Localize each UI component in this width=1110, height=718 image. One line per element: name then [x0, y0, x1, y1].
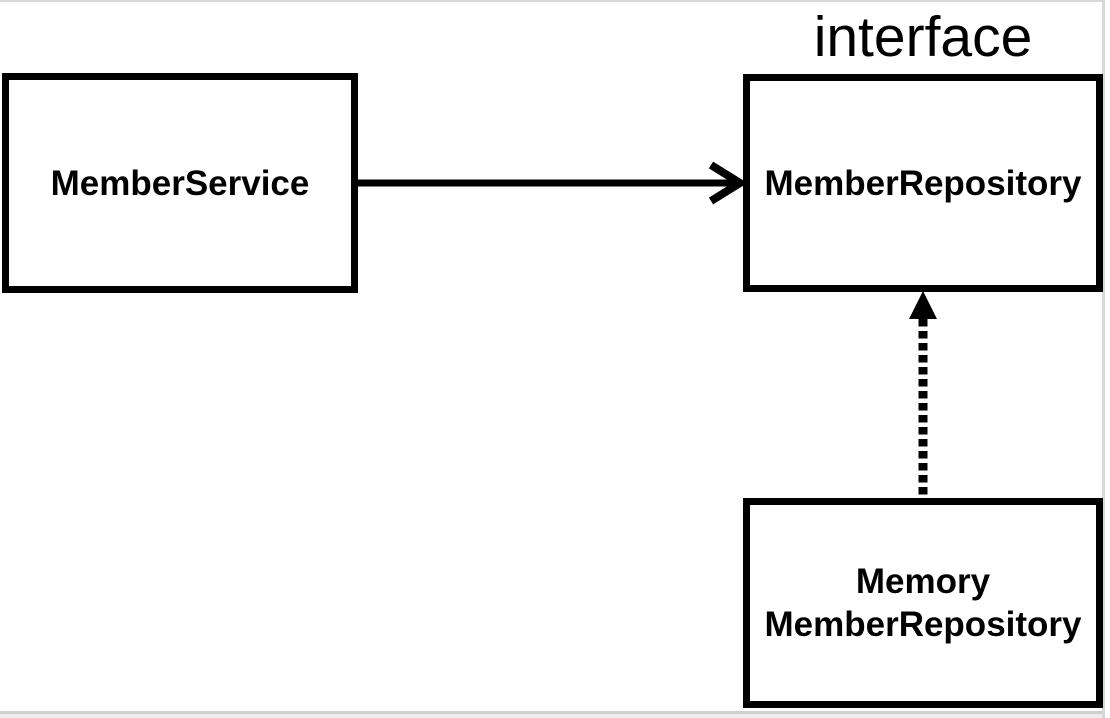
interface-stereotype-label: interface — [813, 5, 1033, 69]
page-bottom-edge-shadow — [0, 714, 1102, 718]
dependency-arrow — [356, 161, 748, 205]
node-member-repository-label: MemberRepository — [764, 163, 1082, 203]
page-right-edge-line — [1102, 0, 1105, 718]
page-bottom-edge-line — [0, 711, 1102, 714]
page-top-edge-line — [0, 0, 1105, 2]
node-memory-member-repository-label-line2: MemberRepository — [764, 605, 1082, 644]
node-member-service-label: MemberService — [50, 163, 310, 203]
node-memory-member-repository: Memory MemberRepository — [743, 498, 1103, 708]
node-member-service: MemberService — [2, 73, 358, 293]
node-member-repository: MemberRepository — [743, 74, 1103, 292]
node-memory-member-repository-label-line1: Memory — [855, 562, 991, 601]
implementation-arrow — [909, 291, 937, 498]
